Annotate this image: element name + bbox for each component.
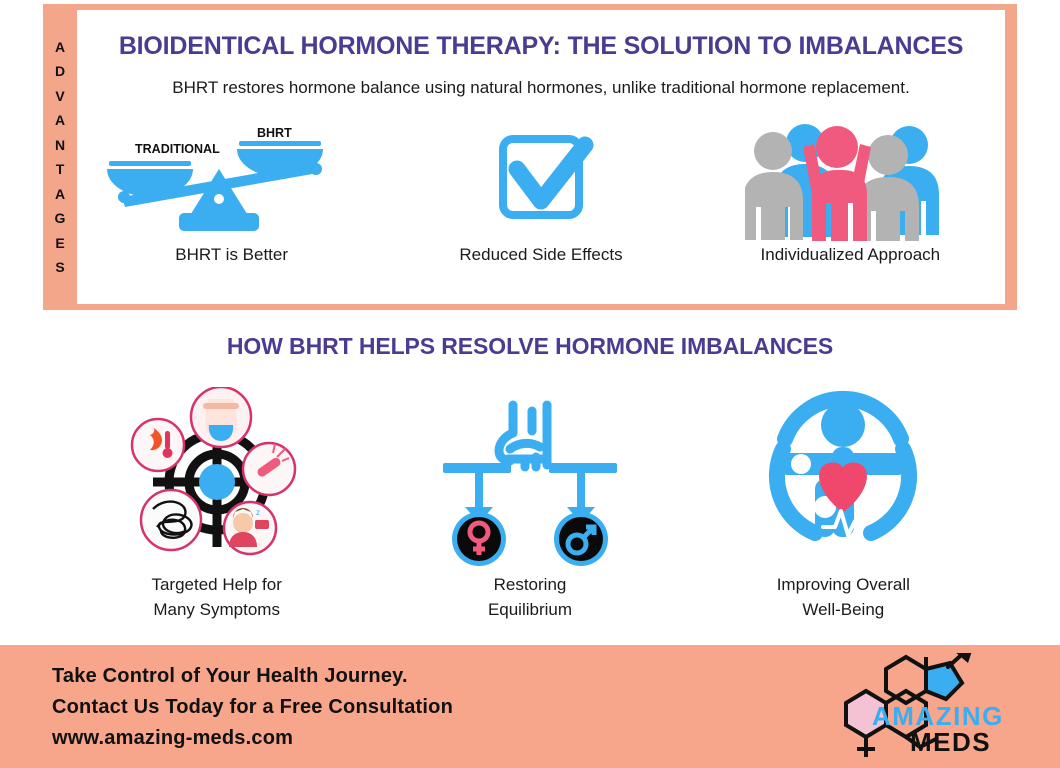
advantage-item-individualized-approach: Individualized Approach — [696, 118, 1005, 298]
footer-cta-band: Take Control of Your Health Journey. Con… — [0, 645, 1060, 768]
group-of-people-icon — [745, 118, 955, 243]
logo-word-amazing: AMAZING — [872, 701, 1004, 731]
amazing-meds-logo[interactable]: AMAZING MEDS — [828, 653, 1028, 761]
side-tab-letter: T — [55, 161, 65, 177]
side-tab-letter: A — [54, 38, 66, 55]
wellbeing-person-heart-icon — [753, 382, 933, 572]
fatigue-sleep-icon: z — [222, 500, 277, 556]
tangled-thoughts-icon — [139, 488, 202, 552]
advantage-label: BHRT is Better — [175, 245, 289, 264]
advantages-items-row: TRADITIONAL BHRT — [77, 118, 1005, 298]
resolve-label: Targeted Help for Many Symptoms — [151, 572, 281, 622]
side-tab-letter: V — [55, 87, 65, 104]
advantages-side-tab: A D V A N T A G E S — [43, 4, 77, 310]
resolve-label: Restoring Equilibrium — [488, 572, 572, 622]
resolve-label-line1: Targeted Help for — [151, 575, 282, 594]
weight-measure-icon — [189, 387, 252, 449]
side-tab-letter: G — [54, 210, 66, 226]
resolve-item-improving-wellbeing: Improving Overall Well-Being — [687, 382, 1000, 632]
resolve-label-line2: Well-Being — [802, 600, 885, 619]
resolve-item-restoring-equilibrium: Restoring Equilibrium — [373, 382, 686, 632]
side-tab-letter: E — [55, 234, 65, 251]
resolve-label-line1: Improving Overall — [776, 575, 910, 594]
scale-left-label: TRADITIONAL — [135, 142, 220, 156]
resolve-label-line2: Many Symptoms — [153, 600, 280, 619]
resolve-items-row: z Targeted Help for Many Symptoms — [60, 382, 1000, 632]
page-title: BIOIDENTICAL HORMONE THERAPY: THE SOLUTI… — [118, 32, 964, 60]
advantages-card: A D V A N T A G E S BIOIDENTICAL HORMONE… — [43, 4, 1017, 310]
logo-word-meds: MEDS — [910, 727, 992, 757]
advantages-panel: BIOIDENTICAL HORMONE THERAPY: THE SOLUTI… — [77, 10, 1005, 304]
side-tab-letter: S — [55, 259, 65, 275]
target-with-symptoms-icon: z — [117, 382, 317, 572]
footer-text-block: Take Control of Your Health Journey. Con… — [52, 661, 692, 754]
advantage-item-bhrt-is-better: TRADITIONAL BHRT — [77, 118, 386, 298]
resolve-label-line2: Equilibrium — [487, 600, 573, 619]
scale-right-label: BHRT — [257, 126, 292, 140]
balance-scale-icon: TRADITIONAL BHRT — [97, 118, 367, 243]
svg-text:z: z — [256, 508, 260, 517]
resolve-label-line1: Restoring — [493, 575, 567, 594]
checkbox-check-icon — [481, 118, 601, 243]
advantage-label: Reduced Side Effects — [459, 245, 623, 264]
steroid-molecule-icon — [844, 653, 972, 757]
side-tab-letter: A — [54, 112, 66, 128]
footer-line-1: Take Control of Your Health Journey. — [52, 665, 408, 687]
side-tab-letter: N — [54, 136, 66, 153]
footer-line-2: Contact Us Today for a Free Consultation — [52, 696, 453, 718]
advantage-item-reduced-side-effects: Reduced Side Effects — [386, 118, 695, 298]
section-title-resolve: HOW BHRT HELPS RESOLVE HORMONE IMBALANCE… — [226, 333, 834, 359]
footer-website-url[interactable]: www.amazing-meds.com — [52, 727, 294, 749]
mood-swing-icon — [241, 441, 296, 497]
advantage-label: Individualized Approach — [760, 245, 941, 264]
handshake-gender-balance-icon — [435, 382, 625, 572]
resolve-item-targeted-help: z Targeted Help for Many Symptoms — [60, 382, 373, 632]
resolve-label: Improving Overall Well-Being — [777, 572, 910, 622]
side-tab-letter: D — [54, 63, 66, 79]
hot-flashes-thermometer-icon — [130, 417, 185, 473]
side-tab-letter: A — [54, 185, 66, 202]
page-subtitle: BHRT restores hormone balance using natu… — [172, 78, 910, 97]
